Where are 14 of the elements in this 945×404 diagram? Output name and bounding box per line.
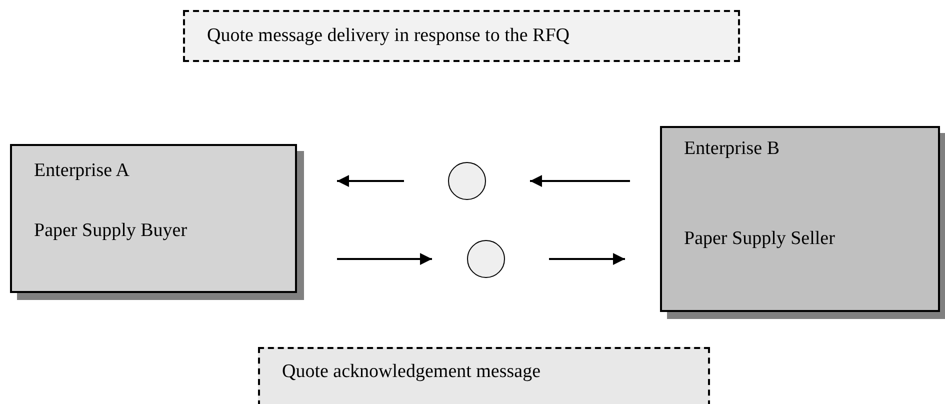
message-label: Quote acknowledgement message <box>282 361 541 383</box>
circle-node <box>448 162 486 200</box>
arrow <box>530 175 630 187</box>
message-label: Quote message delivery in response to the RFQ <box>207 25 570 47</box>
role-label: Paper Supply Buyer <box>34 220 188 242</box>
arrow <box>337 253 432 265</box>
enterprise-name: Enterprise A <box>34 160 130 182</box>
message-note <box>183 10 740 62</box>
arrow <box>337 175 404 187</box>
role-label: Paper Supply Seller <box>684 228 835 250</box>
circle-node <box>467 240 505 278</box>
enterprise-name: Enterprise B <box>684 138 780 160</box>
message-note <box>258 347 710 404</box>
arrow <box>549 253 625 265</box>
